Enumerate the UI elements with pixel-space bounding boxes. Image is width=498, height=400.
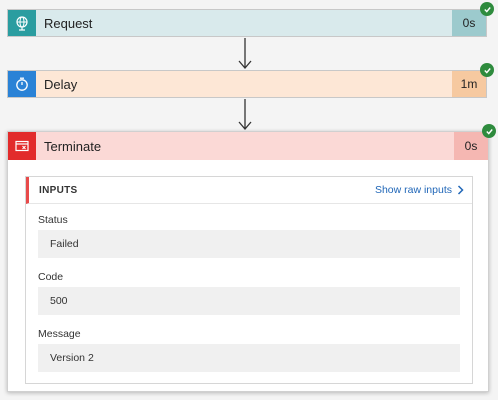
step-title: Request (44, 15, 93, 31)
code-value: 500 (38, 287, 460, 315)
step-title: Terminate (44, 138, 102, 154)
inputs-header: INPUTS Show raw inputs (26, 177, 472, 204)
terminate-icon (15, 140, 29, 152)
step-terminate-card: Terminate 0s INPUTS Show raw inputs Stat… (7, 124, 496, 392)
terminate-icon-box (8, 132, 36, 160)
request-icon-box (8, 10, 36, 36)
success-check-icon (480, 63, 494, 77)
show-raw-inputs-link[interactable]: Show raw inputs (375, 184, 464, 196)
step-duration: 0s (452, 10, 486, 36)
status-value: Failed (38, 230, 460, 258)
step-request[interactable]: Request 0s (7, 2, 494, 37)
show-raw-inputs-label: Show raw inputs (374, 184, 452, 196)
timer-icon (16, 77, 28, 91)
globe-icon (16, 16, 28, 31)
status-label: Status (38, 214, 68, 226)
inputs-panel: INPUTS Show raw inputs Status Failed Cod… (25, 176, 473, 384)
inputs-title: INPUTS (39, 184, 78, 196)
step-duration: 1m (452, 71, 486, 97)
step-title: Delay (44, 76, 78, 92)
down-arrow-icon (238, 38, 252, 69)
message-value: Version 2 (38, 344, 460, 372)
success-check-icon (480, 2, 494, 16)
step-duration: 0s (454, 132, 488, 160)
step-delay[interactable]: Delay 1m (7, 63, 494, 98)
down-arrow-icon (238, 99, 252, 130)
message-label: Message (38, 328, 81, 340)
success-check-icon (482, 124, 496, 138)
step-terminate-header[interactable]: Terminate 0s (8, 124, 496, 160)
chevron-right-icon (457, 185, 464, 195)
code-label: Code (38, 271, 64, 283)
delay-icon-box (8, 71, 36, 97)
